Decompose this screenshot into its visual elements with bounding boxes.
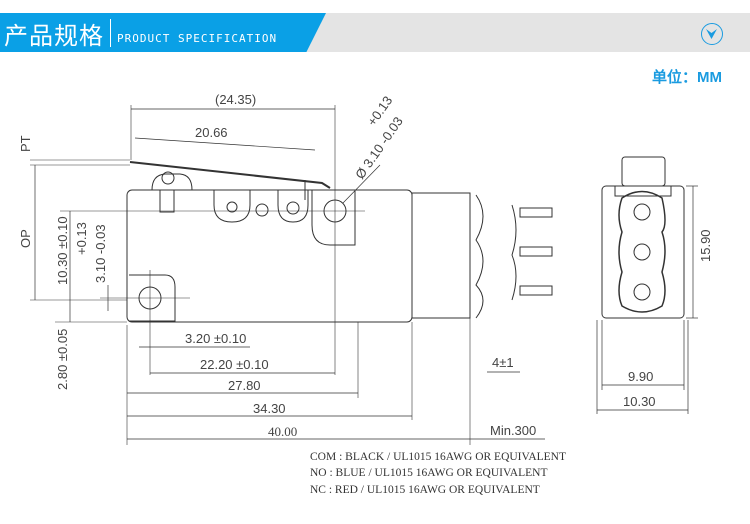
lever — [129, 161, 331, 189]
dim-pt: PT — [18, 135, 33, 152]
dim-housing-length: 34.30 — [253, 401, 286, 416]
dim-lever-overall: (24.35) — [215, 92, 256, 107]
header-title-tab — [0, 13, 326, 52]
header-title-cn: 产品规格 — [4, 23, 104, 50]
dim-hole-pitch: 22.20 ±0.10 — [200, 357, 269, 372]
unit-label: 单位：MM — [652, 69, 722, 86]
chevron-down-circle-icon[interactable] — [701, 23, 723, 45]
switch-body — [126, 189, 413, 323]
dim-bottom-offset: 2.80 ±0.05 — [55, 329, 70, 390]
side-view — [601, 156, 685, 319]
dim-side-height: 15.90 — [698, 229, 713, 262]
header-divider — [110, 19, 111, 47]
terminals — [519, 207, 553, 296]
dim-hole-width: 3.20 ±0.10 — [185, 331, 246, 346]
wire-spec-no: NO : BLUE / UL1015 16AWG OR EQUIVALENT — [310, 467, 548, 479]
dim-total-length: 40.00 — [268, 424, 297, 439]
wire-spec-com: COM : BLACK / UL1015 16AWG OR EQUIVALENT — [310, 451, 567, 463]
dim-side-width-outer: 10.30 — [623, 394, 656, 409]
wire-spec-nc: NC : RED / UL1015 16AWG OR EQUIVALENT — [310, 484, 540, 496]
dim-op-height: 10.30 ±0.10 — [55, 216, 70, 285]
dim-side-width-inner: 9.90 — [628, 369, 653, 384]
dim-strip: 4±1 — [492, 355, 514, 370]
dim-lever-length: 20.66 — [195, 125, 228, 140]
dim-body-length: 27.80 — [228, 378, 261, 393]
dim-hole-dia: 3.10 -0.03 — [93, 224, 108, 283]
header-title-en: PRODUCT SPECIFICATION — [117, 32, 278, 45]
dim-hole-tol-plus: +0.13 — [74, 222, 89, 255]
dim-wire-min: Min.300 — [490, 423, 536, 438]
dim-op: OP — [18, 229, 33, 248]
